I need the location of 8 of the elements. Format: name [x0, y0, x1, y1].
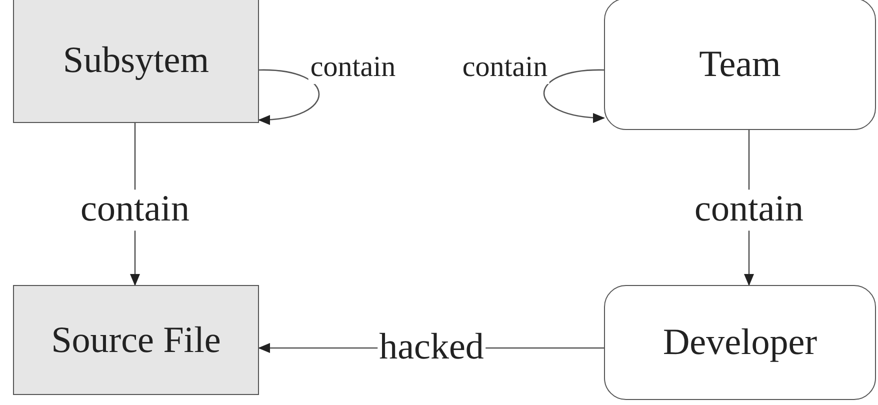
- arrow: [258, 69, 320, 124]
- rounded-box: Team: [604, 0, 876, 130]
- arrow: [544, 69, 605, 122]
- rounded-box: Developer: [604, 285, 876, 400]
- entity-box: Source File: [13, 285, 259, 395]
- edge-label: contain: [78, 190, 192, 230]
- edge-label: contain: [692, 190, 806, 230]
- entity-box: Subsytem: [13, 0, 259, 123]
